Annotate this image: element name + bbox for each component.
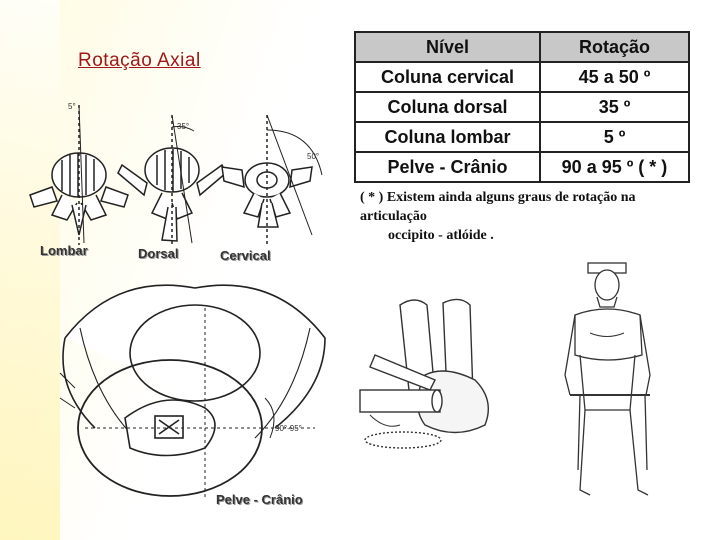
table-row: Coluna dorsal 35 º (354, 91, 690, 123)
footnote: ( * ) Existem ainda alguns graus de rota… (360, 188, 700, 245)
header-rotacao: Rotação (539, 31, 690, 63)
row-rotation: 35 º (539, 91, 690, 123)
table-row: Pelve - Crânio 90 a 95 º ( * ) (354, 151, 690, 183)
row-rotation: 45 a 50 º (539, 61, 690, 93)
pelvis-illustration (59, 284, 326, 498)
table-row: Coluna cervical 45 a 50 º (354, 61, 690, 93)
angle-label-dorsal: 35° (177, 122, 190, 131)
label-pelve-cranio: Pelve - Crânio (216, 492, 303, 507)
label-dorsal: Dorsal (138, 246, 179, 261)
label-cervical: Cervical (220, 248, 271, 263)
angle-label-cervical: 50° (307, 152, 320, 161)
angle-label-pelve: 90°-95° (275, 424, 302, 433)
background-gradient (0, 0, 60, 540)
row-rotation: 5 º (539, 121, 690, 153)
angle-label-lombar: 5° (68, 102, 76, 111)
row-rotation: 90 a 95 º ( * ) (539, 151, 690, 183)
table-row: Coluna lombar 5 º (354, 121, 690, 153)
label-lombar: Lombar (40, 243, 88, 258)
lumbar-vertebra-drawing (29, 104, 129, 245)
header-nivel: Nível (354, 31, 541, 63)
row-level: Coluna dorsal (354, 91, 541, 123)
dorsal-vertebra-drawing (117, 114, 227, 245)
vertebrae-illustration (29, 104, 323, 245)
row-level: Pelve - Crânio (354, 151, 541, 183)
table-header-row: Nível Rotação (354, 31, 690, 63)
legs-rotation-drawing (359, 298, 489, 449)
seated-man-drawing (564, 262, 651, 496)
row-level: Coluna lombar (354, 121, 541, 153)
cervical-vertebra-drawing (221, 114, 323, 245)
row-level: Coluna cervical (354, 61, 541, 93)
footnote-line1: ( * ) Existem ainda alguns graus de rota… (360, 190, 636, 224)
rotation-table: Nível Rotação Coluna cervical 45 a 50 º … (354, 31, 690, 183)
footnote-line2: occipito - atlóide . (388, 228, 494, 243)
slide-title: Rotação Axial (78, 50, 201, 71)
